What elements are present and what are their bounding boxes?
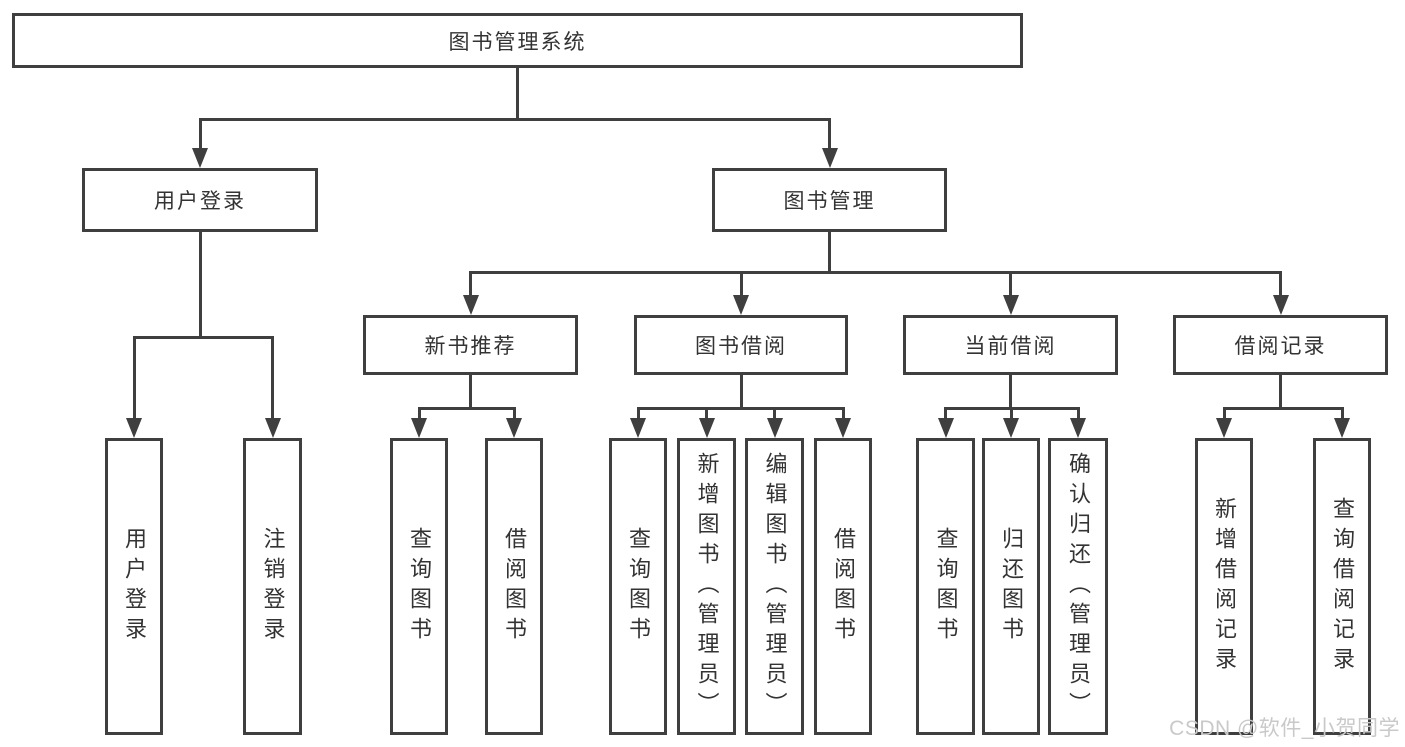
connector-drop-borrow-records xyxy=(1279,271,1282,303)
node-bb-add-book: 新增图书（管理员） xyxy=(677,438,736,735)
connector-stem-new-book-rec xyxy=(469,375,472,410)
connector-drop-bb-edit-book xyxy=(773,407,776,426)
connector-drop-br-add-record xyxy=(1222,407,1226,426)
connector-drop-logout xyxy=(271,336,274,426)
arrowhead-cb-query-book xyxy=(937,418,954,438)
node-current-borrow: 当前借阅 xyxy=(903,315,1118,375)
connector-drop-login xyxy=(132,336,136,426)
arrowhead-cb-return-book xyxy=(1003,418,1019,438)
node-bb-borrow-book: 借阅图书 xyxy=(814,438,872,735)
connector-drop-cb-return-book xyxy=(1009,407,1013,426)
node-br-add-record: 新增借阅记录 xyxy=(1195,438,1253,735)
watermark: CSDN @软件_小贺同学 xyxy=(1169,717,1400,740)
connector-bar-book-borrow xyxy=(636,407,845,410)
node-borrow-records: 借阅记录 xyxy=(1173,315,1388,375)
arrowhead-br-query-record xyxy=(1334,418,1350,438)
connector-drop-cb-query-book xyxy=(944,407,947,426)
arrowhead-rec-borrow-book xyxy=(506,418,522,438)
node-br-query-record: 查询借阅记录 xyxy=(1313,438,1371,735)
connector-stem-borrow-records xyxy=(1279,375,1282,410)
arrowhead-book-mgmt xyxy=(821,148,838,168)
connector-drop-user-login xyxy=(198,118,202,156)
node-book-mgmt: 图书管理 xyxy=(712,168,947,232)
connector-bar-borrow-records xyxy=(1222,407,1344,410)
connector-stem-book-mgmt xyxy=(828,232,831,274)
connector-drop-new-book-rec xyxy=(469,271,472,303)
arrowhead-logout xyxy=(264,418,281,438)
connector-drop-book-mgmt xyxy=(828,118,831,156)
node-bb-query-book: 查询图书 xyxy=(609,438,667,735)
connector-stem-current-borrow xyxy=(1009,375,1012,410)
node-book-borrow: 图书借阅 xyxy=(634,315,848,375)
arrowhead-bb-borrow-book xyxy=(835,418,851,438)
connector-bar-new-book-rec xyxy=(417,407,516,410)
arrowhead-cb-confirm-return xyxy=(1070,418,1086,438)
node-root: 图书管理系统 xyxy=(12,13,1023,68)
arrowhead-bb-query-book xyxy=(630,418,646,438)
arrowhead-login xyxy=(126,418,142,438)
connector-drop-bb-add-book xyxy=(705,407,708,426)
connector-drop-bb-borrow-book xyxy=(841,407,845,426)
arrowhead-current-borrow xyxy=(1002,295,1019,315)
arrowhead-bb-add-book xyxy=(698,418,715,438)
node-logout: 注销登录 xyxy=(243,438,302,735)
arrowhead-rec-query-book xyxy=(411,418,427,438)
connector-stem-book-borrow xyxy=(739,375,743,410)
arrowhead-borrow-records xyxy=(1272,295,1289,315)
connector-bar-user-login xyxy=(132,336,274,339)
node-user-login: 用户登录 xyxy=(82,168,318,232)
connector-bar-book-mgmt xyxy=(469,271,1282,274)
node-cb-query-book: 查询图书 xyxy=(916,438,975,735)
connector-drop-rec-query-book xyxy=(417,407,421,426)
node-login: 用户登录 xyxy=(105,438,163,735)
arrowhead-bb-edit-book xyxy=(766,418,783,438)
connector-drop-cb-confirm-return xyxy=(1076,407,1080,426)
arrowhead-book-borrow xyxy=(733,295,749,315)
node-cb-return-book: 归还图书 xyxy=(982,438,1040,735)
arrowhead-user-login xyxy=(192,148,208,168)
connector-drop-rec-borrow-book xyxy=(512,407,516,426)
node-rec-query-book: 查询图书 xyxy=(390,438,448,735)
connector-drop-bb-query-book xyxy=(636,407,640,426)
arrowhead-br-add-record xyxy=(1216,418,1232,438)
connector-drop-br-query-record xyxy=(1340,407,1344,426)
node-cb-confirm-return: 确认归还（管理员） xyxy=(1048,438,1108,735)
connector-stem-root xyxy=(516,68,519,121)
node-bb-edit-book: 编辑图书（管理员） xyxy=(745,438,804,735)
arrowhead-new-book-rec xyxy=(462,295,479,315)
connector-bar-root xyxy=(198,118,831,121)
node-new-book-rec: 新书推荐 xyxy=(363,315,578,375)
connector-drop-current-borrow xyxy=(1009,271,1012,303)
node-rec-borrow-book: 借阅图书 xyxy=(485,438,543,735)
connector-drop-book-borrow xyxy=(739,271,743,303)
connector-stem-user-login xyxy=(198,232,202,339)
